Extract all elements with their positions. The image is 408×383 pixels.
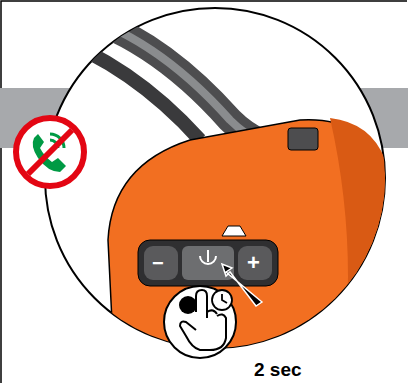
- plus-button: [238, 246, 272, 280]
- press-hold-icon: [164, 286, 236, 358]
- plus-mark: +: [247, 252, 260, 274]
- minus-mark: −: [152, 253, 164, 273]
- prohibit-slash: [28, 130, 72, 174]
- power-symbol-bar: [207, 250, 209, 262]
- led-indicator: [222, 226, 246, 236]
- press-dot: [179, 296, 197, 314]
- button-panel: [138, 240, 278, 286]
- minus-button: [144, 246, 178, 280]
- duration-label: 2 sec: [254, 360, 302, 379]
- clock-symbol: [212, 290, 232, 310]
- headband-joint: [288, 128, 318, 150]
- earcup-shade: [330, 118, 392, 383]
- no-phone-icon: [16, 118, 84, 186]
- no-phone-ground: [20, 122, 80, 182]
- clock-hands: [222, 294, 227, 303]
